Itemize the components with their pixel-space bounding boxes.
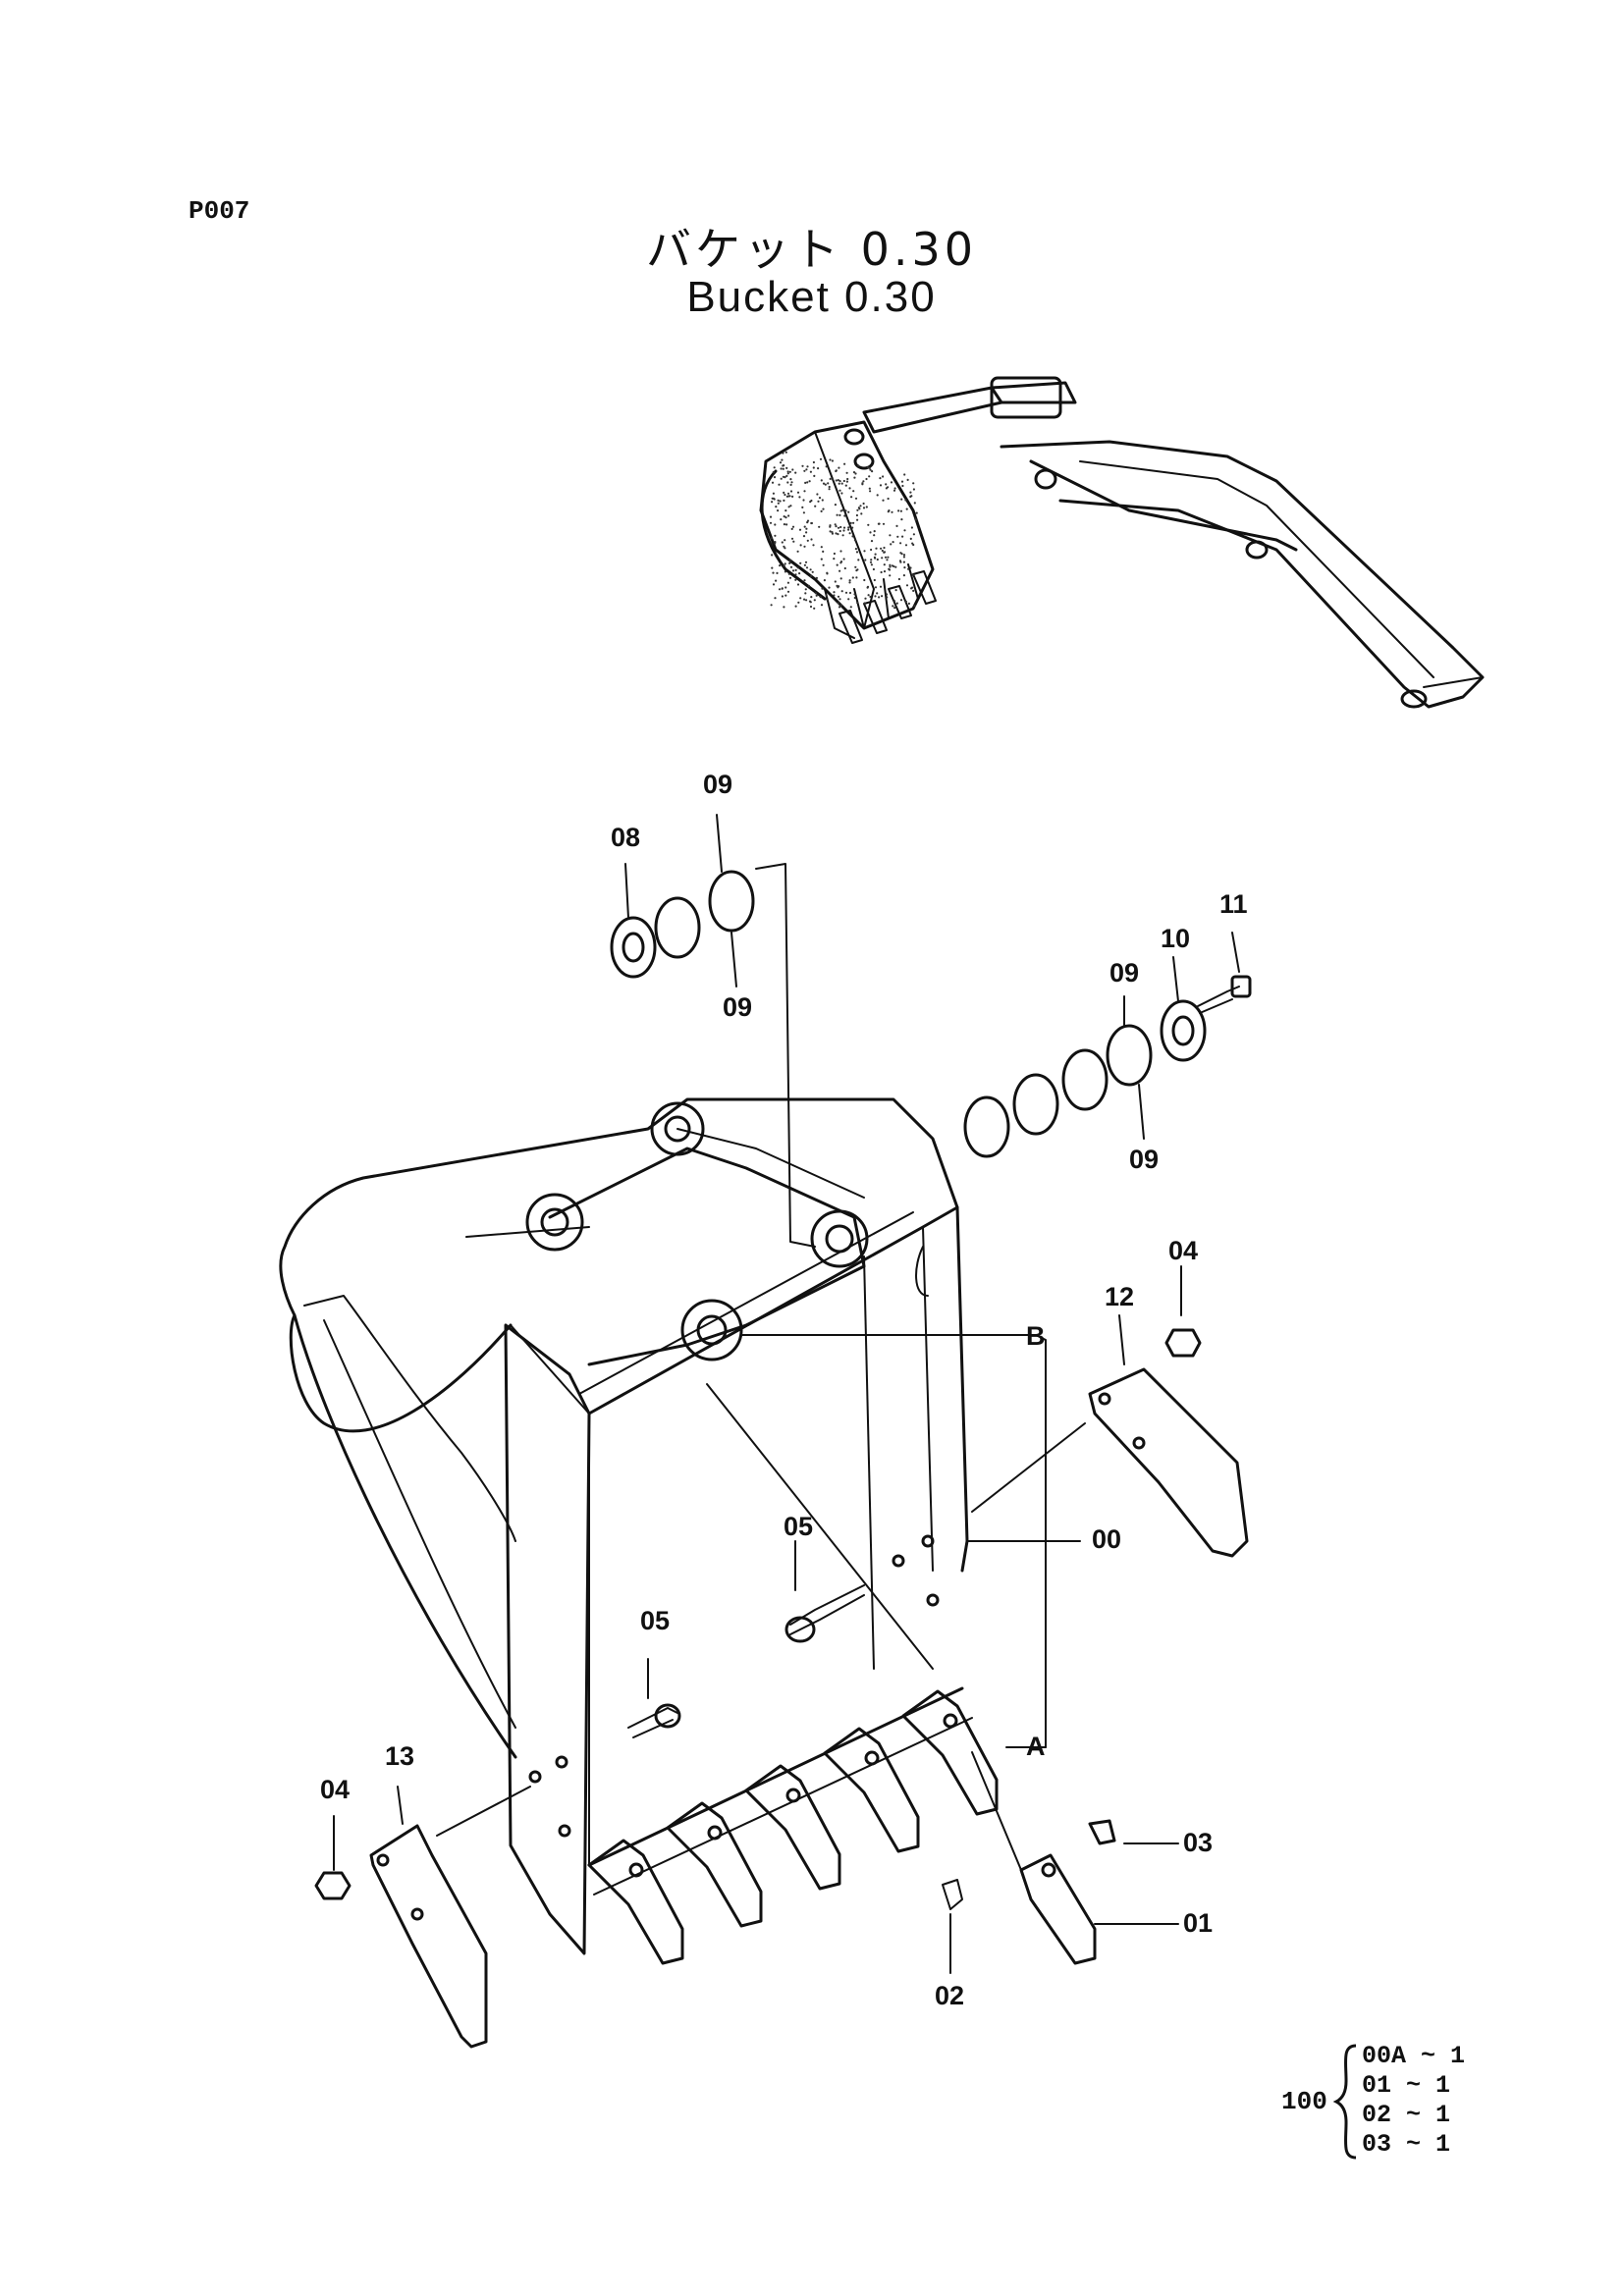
- callout-13: 13: [385, 1741, 414, 1771]
- callout-03: 03: [1183, 1828, 1213, 1857]
- kit-item: 02 ~ 1: [1362, 2101, 1451, 2129]
- bucket-tooth: [666, 1801, 763, 1928]
- tooth-pin-hole: [785, 1788, 801, 1803]
- kit-item: 00A ~ 1: [1362, 2042, 1466, 2070]
- callout-10: 10: [1161, 924, 1190, 953]
- kit-breakdown: 100 00A ~ 1 01 ~ 1 02 ~ 1 03 ~ 1: [1281, 2042, 1517, 2160]
- washers-and-shims: [610, 870, 1207, 1158]
- leader-lines: [333, 814, 1240, 1974]
- callout-09-right-top: 09: [1109, 958, 1139, 988]
- callout-12: 12: [1105, 1282, 1134, 1311]
- bucket-stipple-shading: [769, 451, 918, 610]
- callout-04-right: 04: [1168, 1236, 1198, 1265]
- tooth-pin-hole: [864, 1750, 880, 1766]
- bucket-tooth: [823, 1727, 920, 1853]
- kit-item-list: 00A ~ 1 01 ~ 1 02 ~ 1 03 ~ 1: [1362, 2042, 1465, 2160]
- side-cutters: [369, 1367, 1249, 2049]
- bucket-tooth: [901, 1689, 999, 1816]
- tooth-pin-hole: [707, 1825, 723, 1841]
- bucket-teeth: [587, 1689, 999, 1965]
- callout-00: 00: [1092, 1524, 1121, 1554]
- callout-02: 02: [935, 1981, 964, 2010]
- tooth-pin-hole: [943, 1713, 958, 1729]
- exploded-tooth-assembly: [942, 1819, 1116, 1965]
- kit-number: 100: [1281, 2087, 1327, 2116]
- callout-04-left: 04: [320, 1775, 350, 1804]
- callout-01: 01: [1183, 1908, 1213, 1938]
- tooth-pin-hole: [628, 1862, 644, 1878]
- callout-labels: 00 01 02 03 04 04 05 05 08 09 09 09 09 1…: [320, 770, 1248, 2010]
- arm-locator-illustration: [759, 376, 1485, 709]
- page-title-english: Bucket 0.30: [686, 273, 937, 321]
- kit-item: 03 ~ 1: [1362, 2130, 1451, 2159]
- callout-09-right-bottom: 09: [1129, 1145, 1159, 1174]
- page-code: P007: [189, 196, 250, 226]
- callout-09-below: 09: [723, 992, 752, 1022]
- pins-and-bolts: [314, 975, 1252, 1900]
- kit-item: 01 ~ 1: [1362, 2071, 1451, 2100]
- callout-11: 11: [1219, 889, 1248, 919]
- bucket-tooth: [744, 1764, 841, 1891]
- callout-09-top: 09: [703, 770, 732, 799]
- callout-08: 08: [611, 823, 640, 852]
- bucket-tooth: [587, 1839, 684, 1965]
- reference-B: B: [1026, 1321, 1046, 1351]
- kit-brace: [1332, 2044, 1357, 2160]
- bucket-body: [279, 1097, 973, 1955]
- callout-05-lower: 05: [640, 1606, 670, 1635]
- reference-A: A: [1026, 1732, 1046, 1761]
- callout-05-upper: 05: [784, 1512, 813, 1541]
- page-title-japanese: バケット 0.30: [645, 223, 978, 276]
